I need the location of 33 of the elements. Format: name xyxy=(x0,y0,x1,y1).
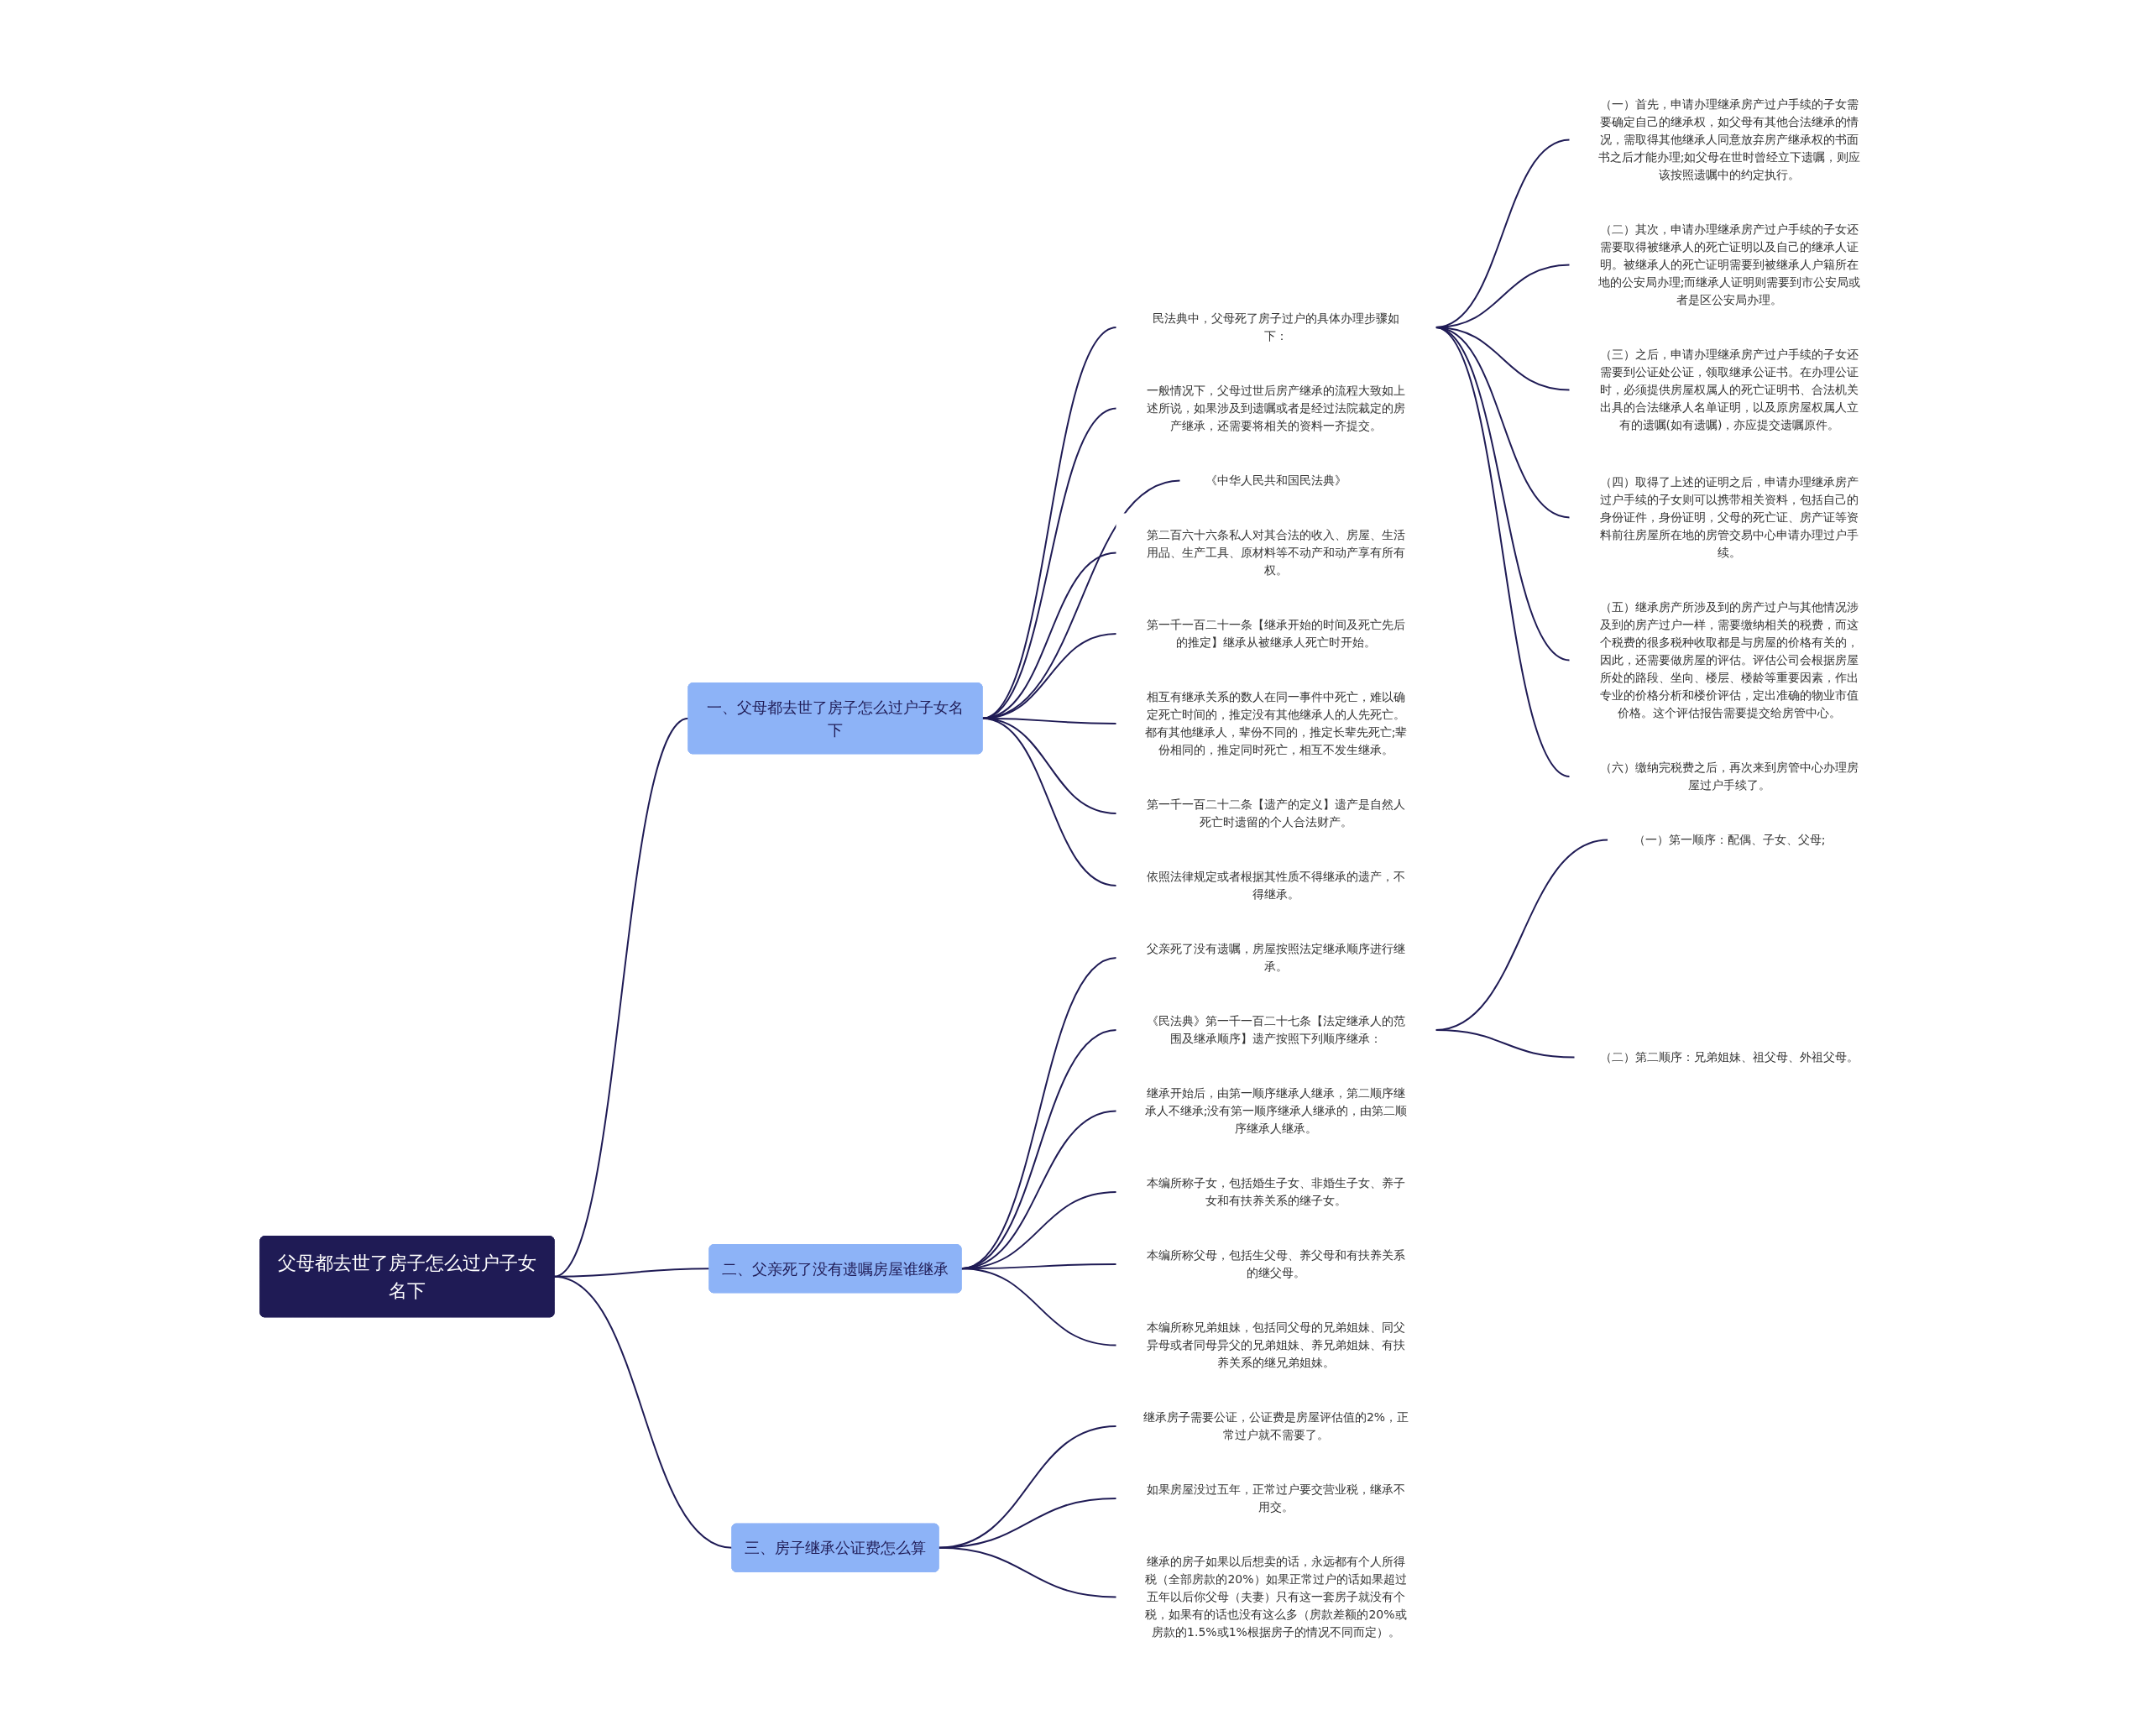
node-text: （四）取得了上述的证明之后，申请办理继承房产过户手续的子女则可以携带相关资料，包括自己的身份证件，身份证明，父母的死亡证、房产证等资料前往房屋所在地的房管交易中心申请办理过户手续。 xyxy=(1600,474,1859,559)
node-text: 第二百六十六条私人对其合法的收入、房屋、生活用品、生产工具、原材料等不动产和动产享有所有权。 xyxy=(1147,527,1405,577)
connector xyxy=(938,1546,1117,1597)
node-text: 依照法律规定或者根据其性质不得继承的遗产，不得继承。 xyxy=(1147,869,1405,901)
node-text: （一）首先，申请办理继承房产过户手续的子女需要确定自己的继承权，如父母有其他合法继承的情况，需取得其他继承人同意放弃房产继承权的书面书之后才能办理;如父母在世时曾经立下遗嘱，则应该按照遗嘱中的约定执行。 xyxy=(1597,97,1861,181)
node-text: 如果房屋没过五年，正常过户要交营业税，继承不用交。 xyxy=(1147,1482,1405,1514)
node-text: 相互有继承关系的数人在同一事件中死亡，难以确定死亡时间的，推定没有其他继承人的人先死亡。都有其他继承人，辈份不同的，推定长辈先死亡;辈份相同的，推定同时死亡，相互不发生继承。 xyxy=(1144,689,1408,756)
node-text: 第一千一百二十一条【继承开始的时间及死亡先后的推定】继承从被继承人死亡时开始。 xyxy=(1147,617,1405,649)
node-text: 继承开始后，由第一顺序继承人继承，第二顺序继承人不继承;没有第一顺序继承人继承的，由第二顺序继承人继承。 xyxy=(1144,1085,1408,1135)
node-text: 本编所称兄弟姐妹，包括同父母的兄弟姐妹、同父异母或者同母异父的兄弟姐妹、养兄弟姐妹、有扶养关系的继兄弟姐妹。 xyxy=(1147,1320,1405,1369)
node-text: 本编所称子女，包括婚生子女、非婚生子女、养子女和有扶养关系的继子女。 xyxy=(1147,1175,1405,1207)
node-text: 本编所称父母，包括生父母、养父母和有扶养关系的继父母。 xyxy=(1147,1247,1405,1279)
node-text: （二）第二顺序：兄弟姐妹、祖父母、外祖父母。 xyxy=(1600,1049,1859,1064)
node-text: （三）之后，申请办理继承房产过户手续的子女还需要到公证处公证，领取继承公证书。在办理公证时，必须提供房屋权属人的死亡证明书、合法机关出具的合法继承人名单证明，以及原房屋权属人立有的遗嘱(如有遗嘱)，亦应提交遗嘱原件。 xyxy=(1600,347,1859,431)
node-text: 继承的房子如果以后想卖的话，永远都有个人所得税（全部房款的20%）如果正常过户的话如果超过五年以后你父母（夫妻）只有这一套房子就没有个税，如果有的话也没有这么多（房款差额的20%或房款的1.5%或1%根据房子的情况不同而定）。 xyxy=(1145,1554,1407,1639)
node-text: 《中华人民共和国民法典》 xyxy=(1205,473,1346,487)
node-text: 父亲死了没有遗嘱，房屋按照法定继承顺序进行继承。 xyxy=(1147,941,1405,973)
connector xyxy=(960,1267,1117,1346)
node-text: 第一千一百二十二条【遗产的定义】遗产是自然人死亡时遗留的个人合法财产。 xyxy=(1147,797,1405,829)
connector xyxy=(553,717,689,1278)
node-text: 民法典中，父母死了房子过户的具体办理步骤如下： xyxy=(1153,311,1399,342)
node-text: （五）继承房产所涉及到的房产过户与其他情况涉及到的房产过户一样，需要缴纳相关的税费，而这个税费的很多税种收取都是与房屋的价格有关的，因此，还需要做房屋的评估。评估公司会根据房屋所处的路段、坐向、楼层、楼龄等重要因素，作出专业的价格分析和楼价评估，定出准确的物业市值价格。这个评估报告需要提交给房管中心。 xyxy=(1600,599,1859,719)
node-text: （一）第一顺序：配偶、子女、父母; xyxy=(1633,832,1826,846)
node-text: 继承房子需要公证，公证费是房屋评估值的2%，正常过户就不需要了。 xyxy=(1142,1409,1409,1441)
node-text: （二）其次，申请办理继承房产过户手续的子女还需要取得被继承人的死亡证明以及自己的继承人证明。被继承人的死亡证明需要到被继承人户籍所在地的公安局办理;而继承人证明则需要到市公安局或者是区公安局办理。 xyxy=(1597,222,1861,306)
node-text: 《民法典》第一千一百二十七条【法定继承人的范围及继承顺序】遗产按照下列顺序继承： xyxy=(1147,1013,1405,1045)
node-text: 一般情况下，父母过世后房产继承的流程大致如上述所说，如果涉及到遗嘱或者是经过法院裁定的房产继承，还需要将相关的资料一齐提交。 xyxy=(1147,383,1405,432)
node-text: （六）缴纳完税费之后，再次来到房管中心办理房屋过户手续了。 xyxy=(1600,760,1859,792)
connector xyxy=(553,1275,733,1549)
connector xyxy=(1435,326,1571,777)
connector xyxy=(981,407,1117,719)
connector xyxy=(1435,1028,1576,1058)
connector xyxy=(981,326,1117,719)
